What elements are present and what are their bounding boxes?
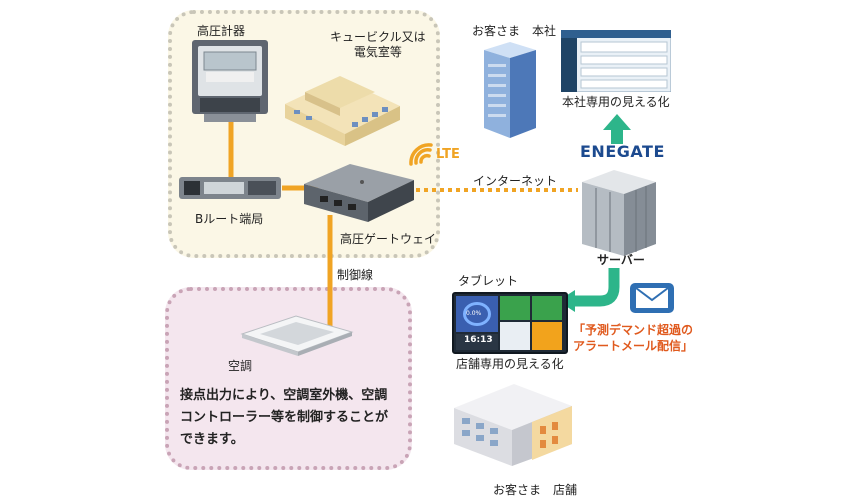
hq-visualization-label: 本社専用の見える化 [562,95,670,109]
hq-customer-label: お客さま 本社 [472,24,557,38]
aircon-desc-line1: 接点出力により、空調室外機、空調 [180,388,388,403]
high-voltage-meter [192,40,268,122]
cubicle-label: キュービクル又は 電気室等 [330,30,426,60]
tablet-visualization-label: 店舗専用の見える化 [456,357,564,371]
cubicle-building [285,76,400,146]
server-label: サーバー [597,253,645,267]
aircon-label: 空調 [228,359,253,373]
high-voltage-gateway [304,164,414,222]
hq-building [484,42,536,138]
lte-signal-icon [409,143,433,166]
tablet-label: タブレット [458,274,519,288]
cubicle-label-line1: キュービクル又は [330,30,426,44]
meter-label: 高圧計器 [197,24,246,38]
tablet-device: 0.0% 16:13 [452,292,568,354]
server-rack [582,170,656,256]
mail-icon [630,283,674,313]
arrow-up-icon [603,114,631,144]
tablet-panel-orange [532,322,562,350]
tablet-panel-green [500,296,530,320]
alert-line1: 「予測デマンド超過の [573,323,694,337]
tablet-percent: 0.0% [466,310,482,317]
gateway-label: 高圧ゲートウェイ [340,232,437,246]
enegate-brand: ENEGATE [580,142,665,161]
broute-label: Bルート端局 [195,212,264,226]
internet-label: インターネット [473,174,558,188]
tablet-time: 16:13 [464,335,493,345]
broute-terminal [179,177,281,199]
tablet-gauge [463,302,491,326]
aircon-desc-line3: できます。 [180,432,244,447]
store-customer-label: お客さま 店舗 [493,483,578,497]
cubicle-label-line2: 電気室等 [353,45,402,59]
tablet-time-panel: 16:13 [456,334,498,350]
aircon-desc-line2: コントローラー等を制御することが [180,410,389,425]
control-line-label: 制御線 [337,268,374,282]
store-building [454,384,572,466]
aircon-description: 接点出力により、空調室外機、空調 コントローラー等を制御することが できます。 [180,385,388,451]
control-zone [165,287,412,470]
tablet-panel-white [500,322,530,350]
air-conditioner [240,315,354,356]
alert-line2: アラートメール配信」 [573,339,694,353]
tablet-panel-blue: 0.0% [456,296,498,332]
alert-mail-text: 「予測デマンド超過の アラートメール配信」 [573,322,693,354]
tablet-panel-green-2 [532,296,562,320]
lte-label: LTE [436,147,460,162]
hq-dashboard [561,30,671,92]
